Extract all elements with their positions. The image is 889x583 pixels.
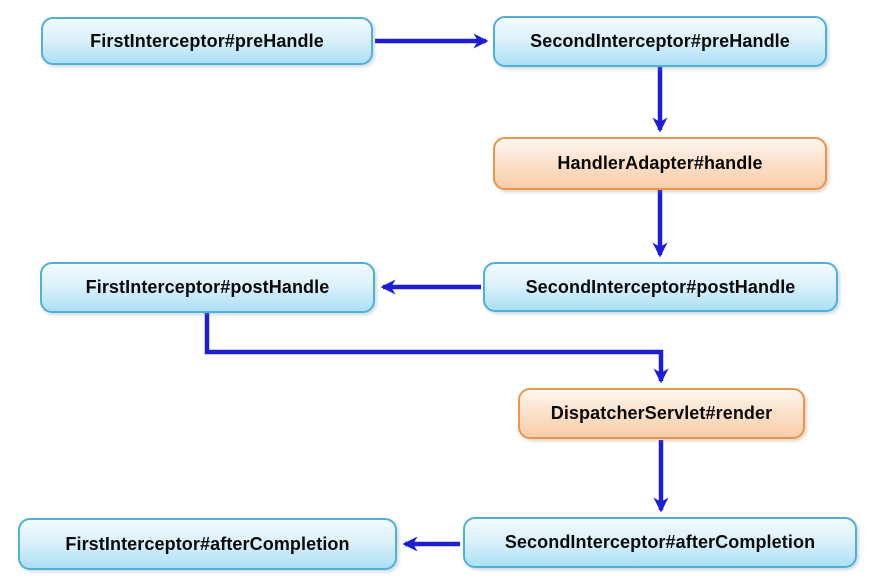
node-dispatcher-servlet-render: DispatcherServlet#render: [518, 388, 805, 439]
node-second-interceptor-posthandle: SecondInterceptor#postHandle: [483, 262, 838, 312]
node-second-interceptor-prehandle: SecondInterceptor#preHandle: [493, 16, 827, 67]
edge-first-posthandle-to-dispatcher-render: [204, 313, 669, 384]
node-handler-adapter-handle: HandlerAdapter#handle: [493, 137, 827, 190]
node-first-interceptor-posthandle: FirstInterceptor#postHandle: [40, 262, 375, 313]
node-first-interceptor-prehandle: FirstInterceptor#preHandle: [41, 17, 373, 65]
node-first-interceptor-aftercompletion: FirstInterceptor#afterCompletion: [18, 518, 397, 570]
node-second-interceptor-aftercompletion: SecondInterceptor#afterCompletion: [463, 517, 857, 568]
